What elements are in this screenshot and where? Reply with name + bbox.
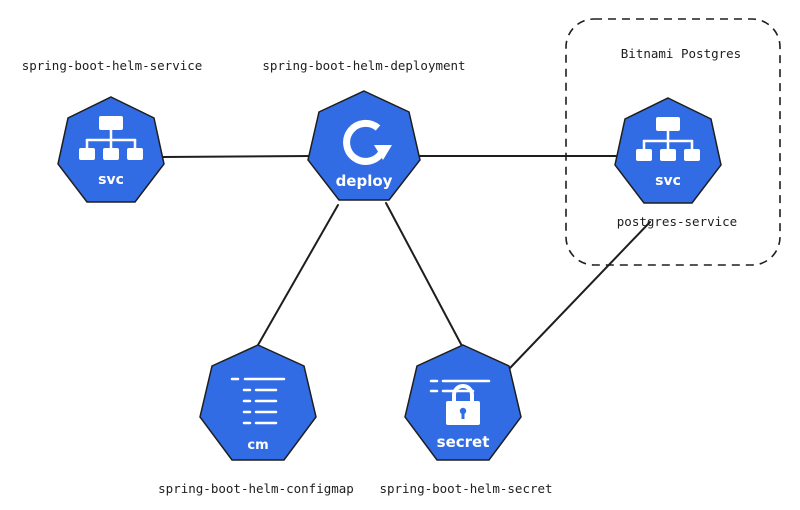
config-lines-icon: [230, 377, 286, 425]
deployment-label: spring-boot-helm-deployment: [262, 58, 465, 73]
circular-arrow-icon: [343, 119, 392, 165]
edges: [161, 155, 651, 369]
node-kind-label: cm: [247, 438, 268, 453]
service-network-icon: [636, 117, 700, 161]
configmap-label: spring-boot-helm-configmap: [158, 481, 354, 496]
bitnami-postgres-group: [565, 18, 781, 266]
padlock-icon: [429, 379, 491, 425]
secret-label: spring-boot-helm-secret: [379, 481, 552, 496]
node-kind-label: svc: [655, 173, 681, 189]
node-kind-label: svc: [98, 172, 124, 188]
node-kind-label: deploy: [336, 172, 393, 190]
edge-secret-postgres: [509, 221, 651, 369]
node-spring-boot-helm-deployment[interactable]: deploy: [307, 90, 421, 201]
node-spring-boot-helm-secret[interactable]: secret: [404, 344, 522, 461]
node-kind-label: secret: [437, 433, 490, 451]
node-postgres-service[interactable]: svc: [614, 97, 722, 204]
node-heptagon: [307, 90, 421, 201]
postgres-service-label: postgres-service: [617, 214, 737, 229]
edge-service-deployment: [161, 155, 313, 158]
node-spring-boot-helm-configmap[interactable]: cm: [199, 344, 317, 461]
node-spring-boot-helm-service[interactable]: svc: [57, 96, 165, 203]
edge-deployment-configmap: [257, 204, 339, 346]
group-title: Bitnami Postgres: [621, 46, 741, 61]
edge-deployment-secret: [385, 202, 463, 347]
node-heptagon: [199, 344, 317, 461]
service-network-icon: [79, 116, 143, 160]
service-label: spring-boot-helm-service: [22, 58, 203, 73]
